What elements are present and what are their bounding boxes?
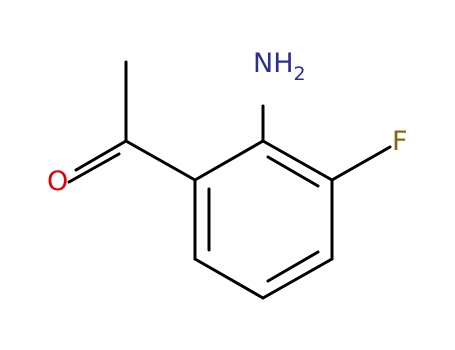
nitrogen-subscript: 2 (294, 63, 306, 85)
nitrogen-atom-label: NH2 (253, 48, 306, 85)
double-bond-c-o-inner (67, 152, 121, 184)
ring-bond-c2-c3 (261, 139, 334, 182)
ring-inner-bond-c2-c3 (266, 155, 320, 188)
oxygen-atom-label: O (47, 166, 68, 197)
double-bond-c-o-outer (74, 139, 128, 172)
bond-ring-to-carbonyl (124, 139, 197, 182)
ring-bond-c4-c5 (261, 257, 334, 300)
bond-ring-to-fluorine (330, 145, 392, 182)
ring-inner-bond-c4-c5 (266, 250, 320, 283)
ring-bond-c1-c2 (193, 139, 265, 182)
fluorine-atom-label: F (392, 126, 408, 157)
ring-bond-c5-c6 (193, 257, 265, 300)
